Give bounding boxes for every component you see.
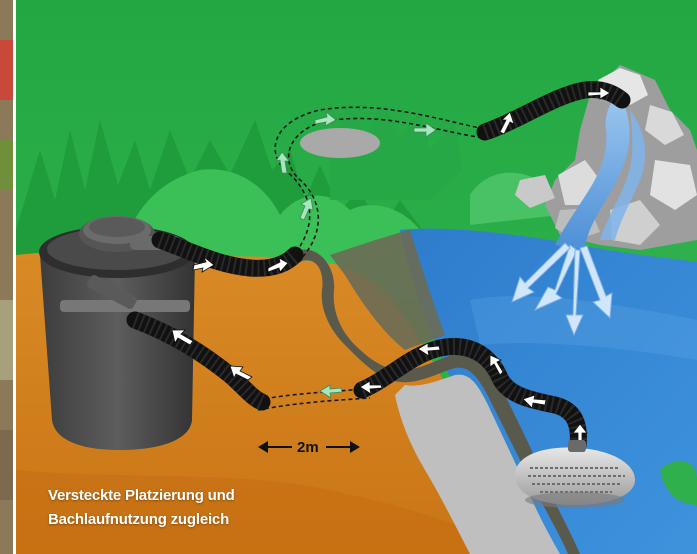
photo-edge-strip	[0, 0, 16, 554]
caption: Versteckte Platzierung und Bachlaufnutzu…	[48, 484, 235, 532]
caption-line-2: Bachlaufnutzung zugleich	[48, 508, 235, 532]
background-rock	[300, 128, 380, 158]
caption-line-1: Versteckte Platzierung und	[48, 484, 235, 508]
dimension-label: 2m	[297, 439, 319, 456]
